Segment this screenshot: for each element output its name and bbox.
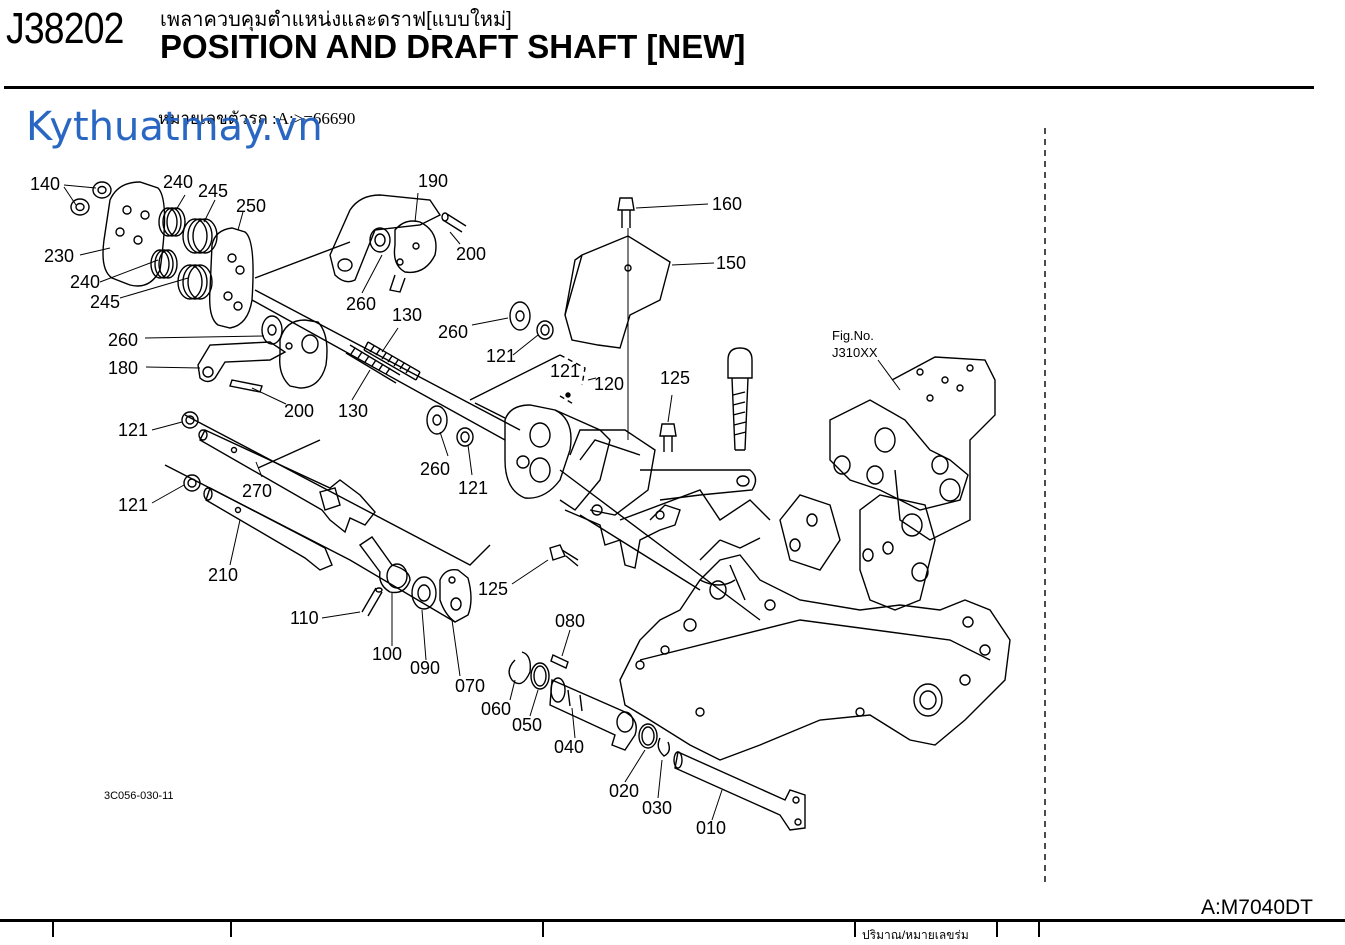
table-column-divider xyxy=(854,922,856,937)
thai-title: เพลาควบคุมตำแหน่งและดราฟ[แบบใหม่] xyxy=(160,9,512,31)
table-column-divider xyxy=(52,922,54,937)
washer-260-c xyxy=(426,405,448,435)
bolt-160 xyxy=(617,197,635,228)
figure-reference-label: Fig.No. xyxy=(832,328,874,343)
stud-130-lower xyxy=(345,344,401,384)
table-column-divider xyxy=(996,922,998,937)
main-housing xyxy=(619,537,1011,761)
label-120: 120 xyxy=(594,374,624,394)
bushing-121-a xyxy=(536,320,554,340)
label-140: 140 xyxy=(30,174,60,194)
bushing-121-e xyxy=(183,474,201,492)
assembly-guide-lines xyxy=(164,241,771,623)
label-040: 040 xyxy=(554,737,584,757)
label-030: 030 xyxy=(642,798,672,818)
label-190: 190 xyxy=(418,171,448,191)
label-260: 260 xyxy=(420,459,450,479)
label-230: 230 xyxy=(44,246,74,266)
page-title: POSITION AND DRAFT SHAFT [NEW] xyxy=(160,28,746,65)
bracket-150 xyxy=(564,235,671,349)
label-210: 210 xyxy=(208,565,238,585)
shaft-040 xyxy=(549,677,637,751)
label-240: 240 xyxy=(163,172,193,192)
label-121: 121 xyxy=(550,361,580,381)
header-divider xyxy=(4,86,1314,89)
arm-100 xyxy=(358,536,411,594)
label-080: 080 xyxy=(555,611,585,631)
washer-260-a xyxy=(509,301,531,331)
label-240: 240 xyxy=(70,272,100,292)
label-260: 260 xyxy=(346,294,376,314)
label-125: 125 xyxy=(478,579,508,599)
label-070: 070 xyxy=(455,676,485,696)
label-060: 060 xyxy=(481,699,511,719)
watermark: Kythuatmay.vn xyxy=(26,104,323,150)
clip-030 xyxy=(657,737,671,757)
label-260: 260 xyxy=(108,330,138,350)
housing-120 xyxy=(504,404,757,569)
drawing-code: 3C056-030-11 xyxy=(104,790,174,802)
plate-070 xyxy=(439,569,472,623)
circlip-060 xyxy=(508,651,532,685)
label-121: 121 xyxy=(458,478,488,498)
label-110: 110 xyxy=(290,608,319,628)
label-270: 270 xyxy=(242,481,272,501)
footer-divider xyxy=(0,919,1345,922)
washer-260-b xyxy=(261,315,283,345)
label-245: 245 xyxy=(198,181,228,201)
valve-body xyxy=(779,356,996,611)
label-020: 020 xyxy=(609,781,639,801)
washer-090 xyxy=(411,576,437,610)
label-250: 250 xyxy=(236,196,266,216)
long-bolt xyxy=(727,347,753,451)
oring-050 xyxy=(530,662,550,690)
parts-diagram: 140 240 245 250 190 230 240 245 200 260 … xyxy=(30,128,1046,885)
label-125: 125 xyxy=(660,368,690,388)
shaft-270 xyxy=(198,429,376,534)
label-010: 010 xyxy=(696,818,726,838)
bushing-121-c xyxy=(456,427,474,447)
table-column-divider xyxy=(230,922,232,937)
label-130: 130 xyxy=(338,401,368,421)
label-200: 200 xyxy=(284,401,314,421)
label-121: 121 xyxy=(118,495,148,515)
key-080 xyxy=(550,654,569,669)
lever-190 xyxy=(329,194,467,293)
label-150: 150 xyxy=(716,253,746,273)
label-121: 121 xyxy=(486,346,516,366)
group-120-bracket-line xyxy=(559,354,586,406)
part-labels: 140 240 245 250 190 230 240 245 200 260 … xyxy=(30,171,878,838)
model-code: A:M7040DT xyxy=(1200,896,1313,919)
label-121: 121 xyxy=(118,420,148,440)
label-260: 260 xyxy=(438,322,468,342)
table-column-divider xyxy=(1038,922,1040,937)
label-245: 245 xyxy=(90,292,120,312)
label-200: 200 xyxy=(456,244,486,264)
table-header-quantity: ปริมาณ/หมายเลขร่ม xyxy=(862,928,969,942)
leader-lines xyxy=(63,184,901,821)
bushing-121-d xyxy=(181,411,199,429)
spring-240-lower xyxy=(150,249,178,279)
shaft-010 xyxy=(673,750,806,831)
part-group-code: J38202 xyxy=(6,4,124,53)
shaft-210 xyxy=(203,487,333,571)
stud-130-upper xyxy=(363,341,421,381)
pin-110 xyxy=(361,587,383,617)
spring-240-upper xyxy=(158,207,186,237)
label-160: 160 xyxy=(712,194,742,214)
label-100: 100 xyxy=(372,644,402,664)
label-130: 130 xyxy=(392,305,422,325)
oring-020 xyxy=(638,723,658,749)
label-090: 090 xyxy=(410,658,440,678)
bolt-125-lower xyxy=(549,544,579,567)
label-050: 050 xyxy=(512,715,542,735)
spring-245-lower xyxy=(177,264,213,300)
serial-number-note: หมายเลขตัวรถ :A:>=66690 xyxy=(158,109,356,128)
table-column-divider xyxy=(542,922,544,937)
figure-reference-code: J310XX xyxy=(832,345,878,360)
label-180: 180 xyxy=(108,358,138,378)
